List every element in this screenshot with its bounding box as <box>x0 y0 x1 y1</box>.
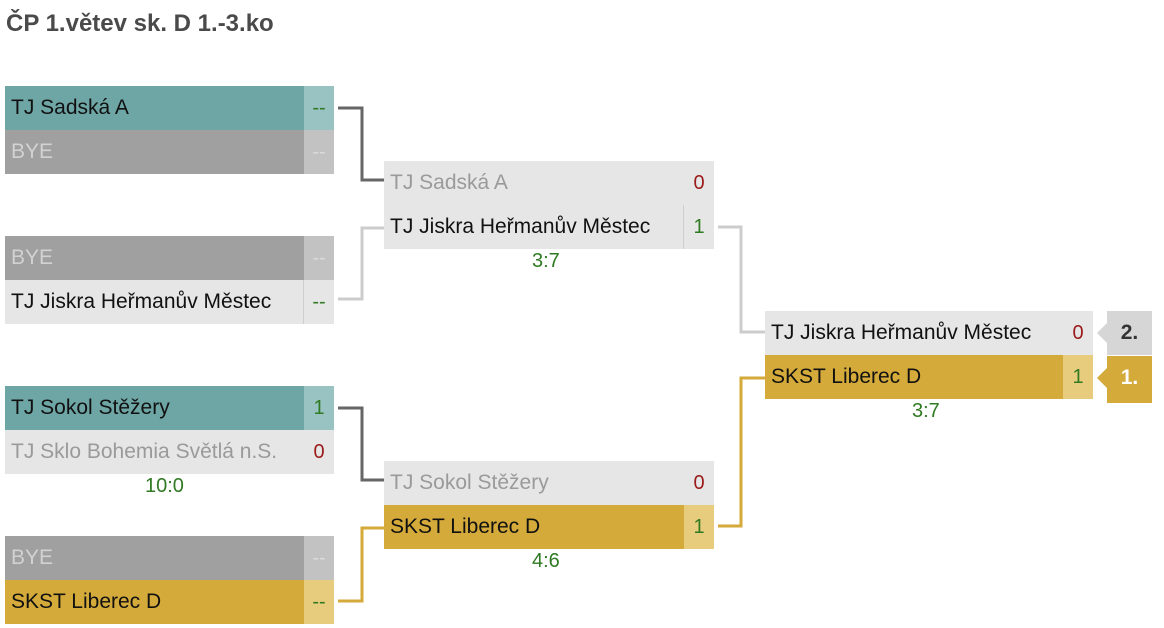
team-score: -- <box>304 580 334 624</box>
team-score: 1 <box>1063 355 1093 399</box>
team-name: TJ Sklo Bohemia Světlá n.S. <box>5 430 304 474</box>
team-score: -- <box>303 280 334 324</box>
team-slot[interactable]: BYE -- <box>5 130 334 174</box>
team-score: 1 <box>683 205 714 249</box>
team-score: -- <box>304 236 334 280</box>
team-score: 0 <box>684 161 714 205</box>
placement-second: 2. <box>1097 311 1152 355</box>
team-score: -- <box>304 536 334 580</box>
page-title: ČP 1.větev sk. D 1.-3.ko <box>6 10 274 37</box>
team-slot[interactable]: TJ Sadská A 0 <box>384 161 714 205</box>
match-r2m1: TJ Sadská A 0 TJ Jiskra Heřmanův Městec … <box>384 161 714 273</box>
team-name: TJ Sadská A <box>384 161 684 205</box>
match-r1m2: BYE -- TJ Jiskra Heřmanův Městec -- <box>5 236 334 324</box>
match-r2m2: TJ Sokol Stěžery 0 SKST Liberec D 1 4:6 <box>384 461 714 573</box>
connector-r1m1 <box>338 106 384 182</box>
team-score: 1 <box>304 386 334 430</box>
team-name: TJ Jiskra Heřmanův Městec <box>765 311 1063 355</box>
connector-r1m3 <box>338 406 384 482</box>
match-result: 10:0 <box>5 474 334 498</box>
match-result: 3:7 <box>384 249 714 273</box>
connector-r2m1 <box>718 225 765 334</box>
team-name: TJ Jiskra Heřmanův Městec <box>384 205 683 249</box>
team-slot[interactable]: TJ Sadská A -- <box>5 86 334 130</box>
match-result-text: 4:6 <box>532 550 560 572</box>
placement-arrow-icon <box>1097 368 1107 388</box>
connector-r1m2 <box>338 226 384 301</box>
team-slot[interactable]: SKST Liberec D 1 <box>384 505 714 549</box>
team-name: BYE <box>5 130 304 174</box>
team-name: TJ Sokol Stěžery <box>5 386 304 430</box>
team-slot[interactable]: SKST Liberec D 1 <box>765 355 1093 399</box>
team-name: TJ Jiskra Heřmanův Městec <box>5 280 303 324</box>
team-score: 1 <box>684 505 714 549</box>
team-name: TJ Sokol Stěžery <box>384 461 684 505</box>
placement-arrow-icon <box>1097 323 1107 343</box>
team-slot[interactable]: TJ Jiskra Heřmanův Městec 0 <box>765 311 1093 355</box>
placement-label: 2. <box>1120 321 1139 344</box>
team-name: TJ Sadská A <box>5 86 304 130</box>
placement-label: 1. <box>1120 366 1139 389</box>
team-name: SKST Liberec D <box>384 505 684 549</box>
team-name: BYE <box>5 536 304 580</box>
team-name: SKST Liberec D <box>765 355 1063 399</box>
match-final: TJ Jiskra Heřmanův Městec 0 SKST Liberec… <box>765 311 1093 423</box>
team-score: -- <box>304 130 334 174</box>
match-result-text: 3:7 <box>532 250 560 272</box>
team-name: BYE <box>5 236 304 280</box>
match-result-text: 3:7 <box>912 400 940 422</box>
team-slot[interactable]: TJ Sklo Bohemia Světlá n.S. 0 <box>5 430 334 474</box>
match-r1m3: TJ Sokol Stěžery 1 TJ Sklo Bohemia Světl… <box>5 386 334 498</box>
team-name: SKST Liberec D <box>5 580 304 624</box>
placement-first: 1. <box>1097 356 1152 403</box>
team-score: 0 <box>684 461 714 505</box>
team-slot[interactable]: TJ Jiskra Heřmanův Městec 1 <box>384 205 714 249</box>
team-score: 0 <box>1063 311 1093 355</box>
team-slot[interactable]: BYE -- <box>5 236 334 280</box>
team-slot[interactable]: TJ Jiskra Heřmanův Městec -- <box>5 280 334 324</box>
team-score: 0 <box>304 430 334 474</box>
connector-r1m4 <box>338 526 384 603</box>
match-result: 4:6 <box>384 549 714 573</box>
team-slot[interactable]: TJ Sokol Stěžery 1 <box>5 386 334 430</box>
match-result: 3:7 <box>765 399 1093 423</box>
team-score: -- <box>304 86 334 130</box>
connector-r2m2 <box>718 376 765 528</box>
match-r1m4: BYE -- SKST Liberec D -- <box>5 536 334 624</box>
team-slot[interactable]: BYE -- <box>5 536 334 580</box>
match-r1m1: TJ Sadská A -- BYE -- <box>5 86 334 174</box>
match-result-text: 10:0 <box>145 475 184 497</box>
team-slot[interactable]: SKST Liberec D -- <box>5 580 334 624</box>
team-slot[interactable]: TJ Sokol Stěžery 0 <box>384 461 714 505</box>
